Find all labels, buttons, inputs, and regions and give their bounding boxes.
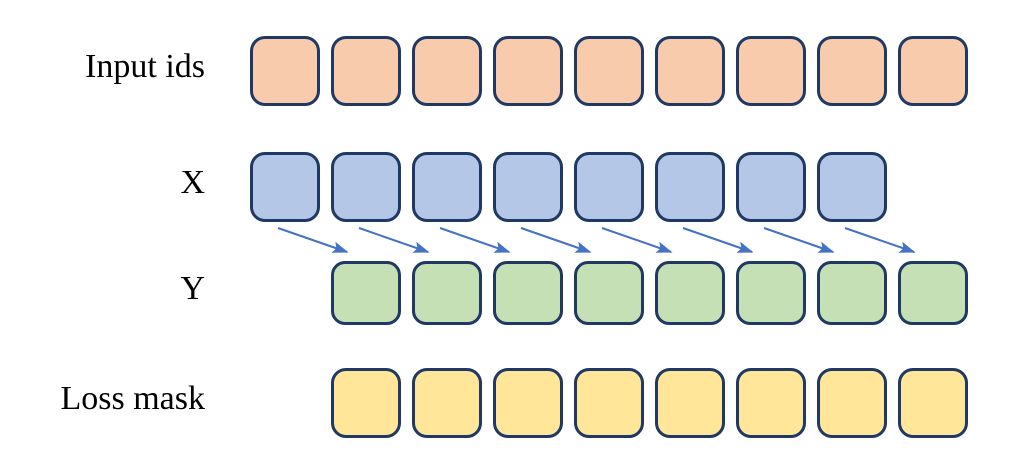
token-cell-y <box>493 261 563 325</box>
token-cell-x <box>736 152 806 222</box>
token-cell-loss-mask <box>736 368 806 438</box>
token-cell-input-ids <box>736 36 806 106</box>
token-cell-input-ids <box>817 36 887 106</box>
token-cell-input-ids <box>331 36 401 106</box>
token-cell-y <box>331 261 401 325</box>
token-cell-y <box>736 261 806 325</box>
token-cell-y <box>412 261 482 325</box>
token-cell-x <box>817 152 887 222</box>
token-cell-loss-mask <box>898 368 968 438</box>
row-label-input-ids: Input ids <box>85 48 205 85</box>
token-cell-y <box>574 261 644 325</box>
token-cell-x <box>412 152 482 222</box>
shift-arrow <box>682 227 754 253</box>
token-cell-y <box>655 261 725 325</box>
token-cell-input-ids <box>412 36 482 106</box>
shift-arrow <box>439 227 511 253</box>
token-cell-x <box>493 152 563 222</box>
token-cell-loss-mask <box>493 368 563 438</box>
shift-arrow <box>520 227 592 253</box>
token-cell-x <box>331 152 401 222</box>
row-label-loss-mask: Loss mask <box>60 380 206 417</box>
token-cell-loss-mask <box>574 368 644 438</box>
token-cell-loss-mask <box>331 368 401 438</box>
token-cell-input-ids <box>250 36 320 106</box>
token-cell-input-ids <box>655 36 725 106</box>
shift-arrow <box>763 227 835 253</box>
token-cell-x <box>250 152 320 222</box>
token-cell-y <box>898 261 968 325</box>
token-cell-loss-mask <box>655 368 725 438</box>
token-cell-loss-mask <box>817 368 887 438</box>
token-cell-input-ids <box>574 36 644 106</box>
token-cell-x <box>574 152 644 222</box>
token-cell-input-ids <box>898 36 968 106</box>
shift-arrow <box>277 227 349 253</box>
token-cell-y <box>817 261 887 325</box>
token-cell-input-ids <box>493 36 563 106</box>
row-label-y: Y <box>180 270 205 307</box>
shift-arrow <box>844 227 916 253</box>
shift-arrow <box>601 227 673 253</box>
row-label-x: X <box>180 164 205 201</box>
token-cell-loss-mask <box>412 368 482 438</box>
shift-arrow <box>358 227 430 253</box>
token-cell-x <box>655 152 725 222</box>
